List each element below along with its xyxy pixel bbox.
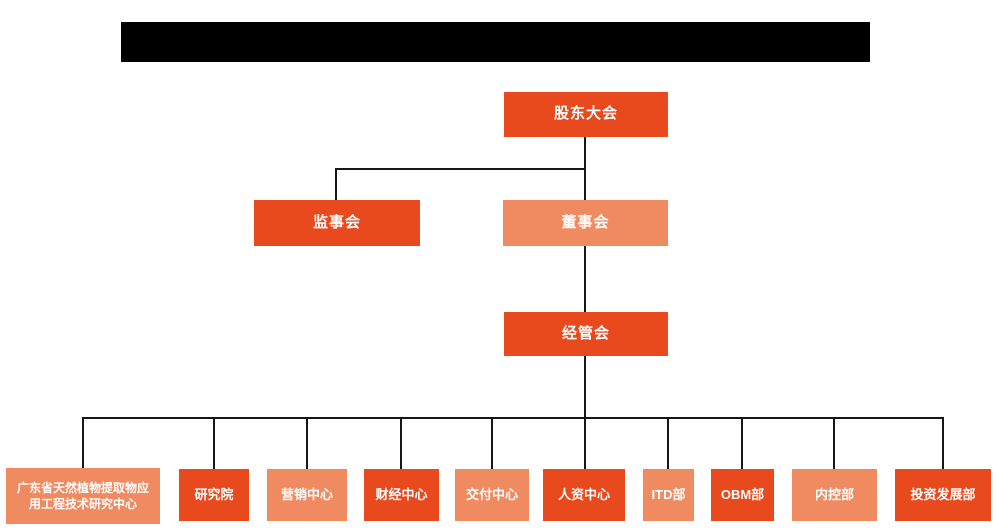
org-node-shareholders-meeting: 股东大会 xyxy=(504,92,668,137)
connector-drop-research-institute xyxy=(213,417,215,469)
connector-directors-management xyxy=(584,246,586,312)
connector-bottom-bus xyxy=(83,417,944,419)
connector-drop-investment xyxy=(942,417,944,469)
org-node-internal-control-dept: 内控部 xyxy=(792,469,877,521)
org-node-hr-center: 人资中心 xyxy=(543,469,625,521)
org-node-marketing-center: 营销中心 xyxy=(267,469,347,521)
org-node-delivery-center: 交付中心 xyxy=(455,469,529,521)
org-node-investment-dev-dept: 投资发展部 xyxy=(895,469,991,521)
org-node-obm-dept: OBM部 xyxy=(711,469,774,521)
redacted-title-bar xyxy=(121,22,870,62)
connector-supervisory-drop xyxy=(335,168,337,200)
org-node-board-of-directors: 董事会 xyxy=(503,200,668,246)
org-node-finance-center: 财经中心 xyxy=(364,469,439,521)
connector-drop-itd xyxy=(667,417,669,469)
connector-drop-delivery xyxy=(491,417,493,469)
org-node-itd-dept: ITD部 xyxy=(643,469,694,521)
connector-level2-branch xyxy=(336,168,586,170)
connector-drop-marketing xyxy=(306,417,308,469)
connector-drop-internal-control xyxy=(833,417,835,469)
connector-drop-finance xyxy=(400,417,402,469)
connector-drop-obm xyxy=(741,417,743,469)
org-node-supervisory-board: 监事会 xyxy=(254,200,420,246)
org-node-research-center: 广东省天然植物提取物应用工程技术研究中心 xyxy=(6,468,160,524)
connector-drop-research-center xyxy=(82,417,84,468)
org-node-management-committee: 经管会 xyxy=(504,312,668,356)
org-node-research-institute: 研究院 xyxy=(179,469,249,521)
connector-management-stem xyxy=(584,356,586,469)
